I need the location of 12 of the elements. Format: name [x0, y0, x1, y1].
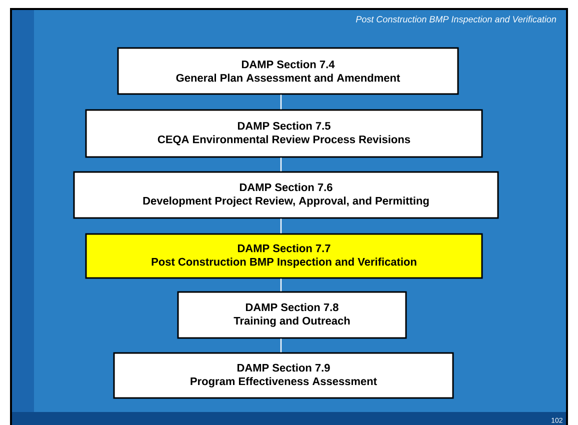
section-box: DAMP Section 7.9 Program Effectiveness Assessment — [113, 352, 454, 399]
section-box: DAMP Section 7.5 CEQA Environmental Review Process Revisions — [85, 109, 483, 158]
slide-title: Post Construction BMP Inspection and Verification — [356, 16, 556, 24]
section-box: DAMP Section 7.4 General Plan Assessment and Amendment — [117, 47, 459, 95]
connector-line — [280, 94, 282, 110]
connector-line — [280, 158, 282, 172]
connector-line — [280, 338, 282, 352]
section-box: DAMP Section 7.7 Post Construction BMP Inspection and Verification — [85, 233, 483, 279]
connector-line — [280, 218, 282, 234]
section-box: DAMP Section 7.8 Training and Outreach — [177, 291, 407, 339]
section-box: DAMP Section 7.6 Development Project Review, Approval, and Permitting — [73, 171, 499, 219]
connector-line — [280, 278, 282, 292]
